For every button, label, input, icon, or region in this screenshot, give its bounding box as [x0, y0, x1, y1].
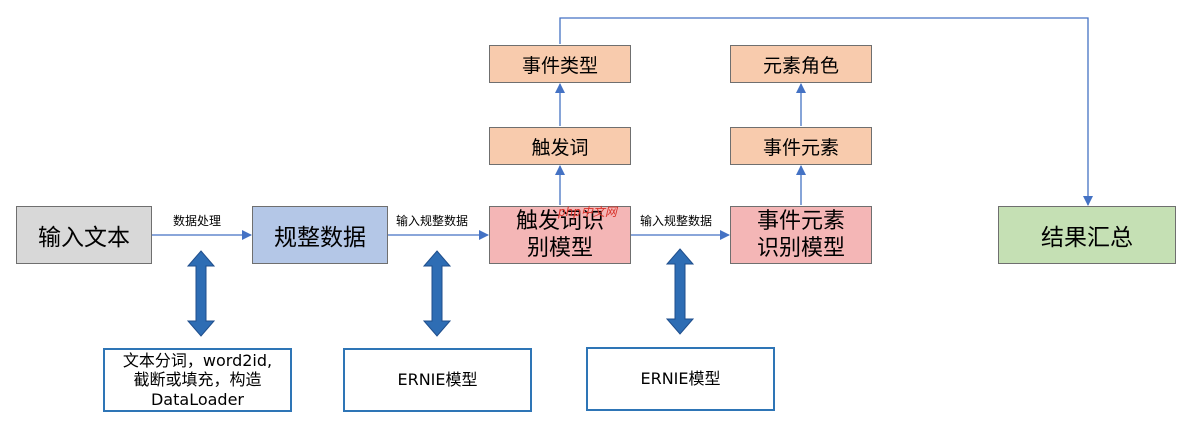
summary-node: 结果汇总: [998, 206, 1176, 264]
watermark: php中文网: [558, 205, 617, 219]
event-model-node: 事件元素 识别模型: [730, 206, 872, 264]
double-arrow-2: [422, 250, 452, 337]
edge-label-input-normalized-1: 输入规整数据: [396, 214, 469, 228]
trigger-word-node: 触发词: [489, 127, 631, 165]
arrow-to-summary: [559, 17, 1093, 206]
double-arrow-3: [665, 248, 695, 335]
ernie-box-1: ERNIE模型: [343, 348, 532, 412]
trigger-model-node: 触发词识 别模型: [489, 206, 631, 264]
event-element-node: 事件元素: [730, 127, 872, 165]
input-text-node: 输入文本: [16, 206, 152, 264]
element-role-node: 元素角色: [730, 45, 872, 83]
edge-label-data-processing: 数据处理: [173, 214, 222, 228]
ernie-box-2: ERNIE模型: [586, 347, 775, 411]
normalize-data-node: 规整数据: [252, 206, 388, 264]
edge-label-input-normalized-2: 输入规整数据: [640, 214, 713, 228]
double-arrow-1: [186, 250, 216, 337]
preprocess-detail-box: 文本分词，word2id, 截断或填充，构造 DataLoader: [103, 348, 292, 412]
event-type-node: 事件类型: [489, 45, 631, 83]
